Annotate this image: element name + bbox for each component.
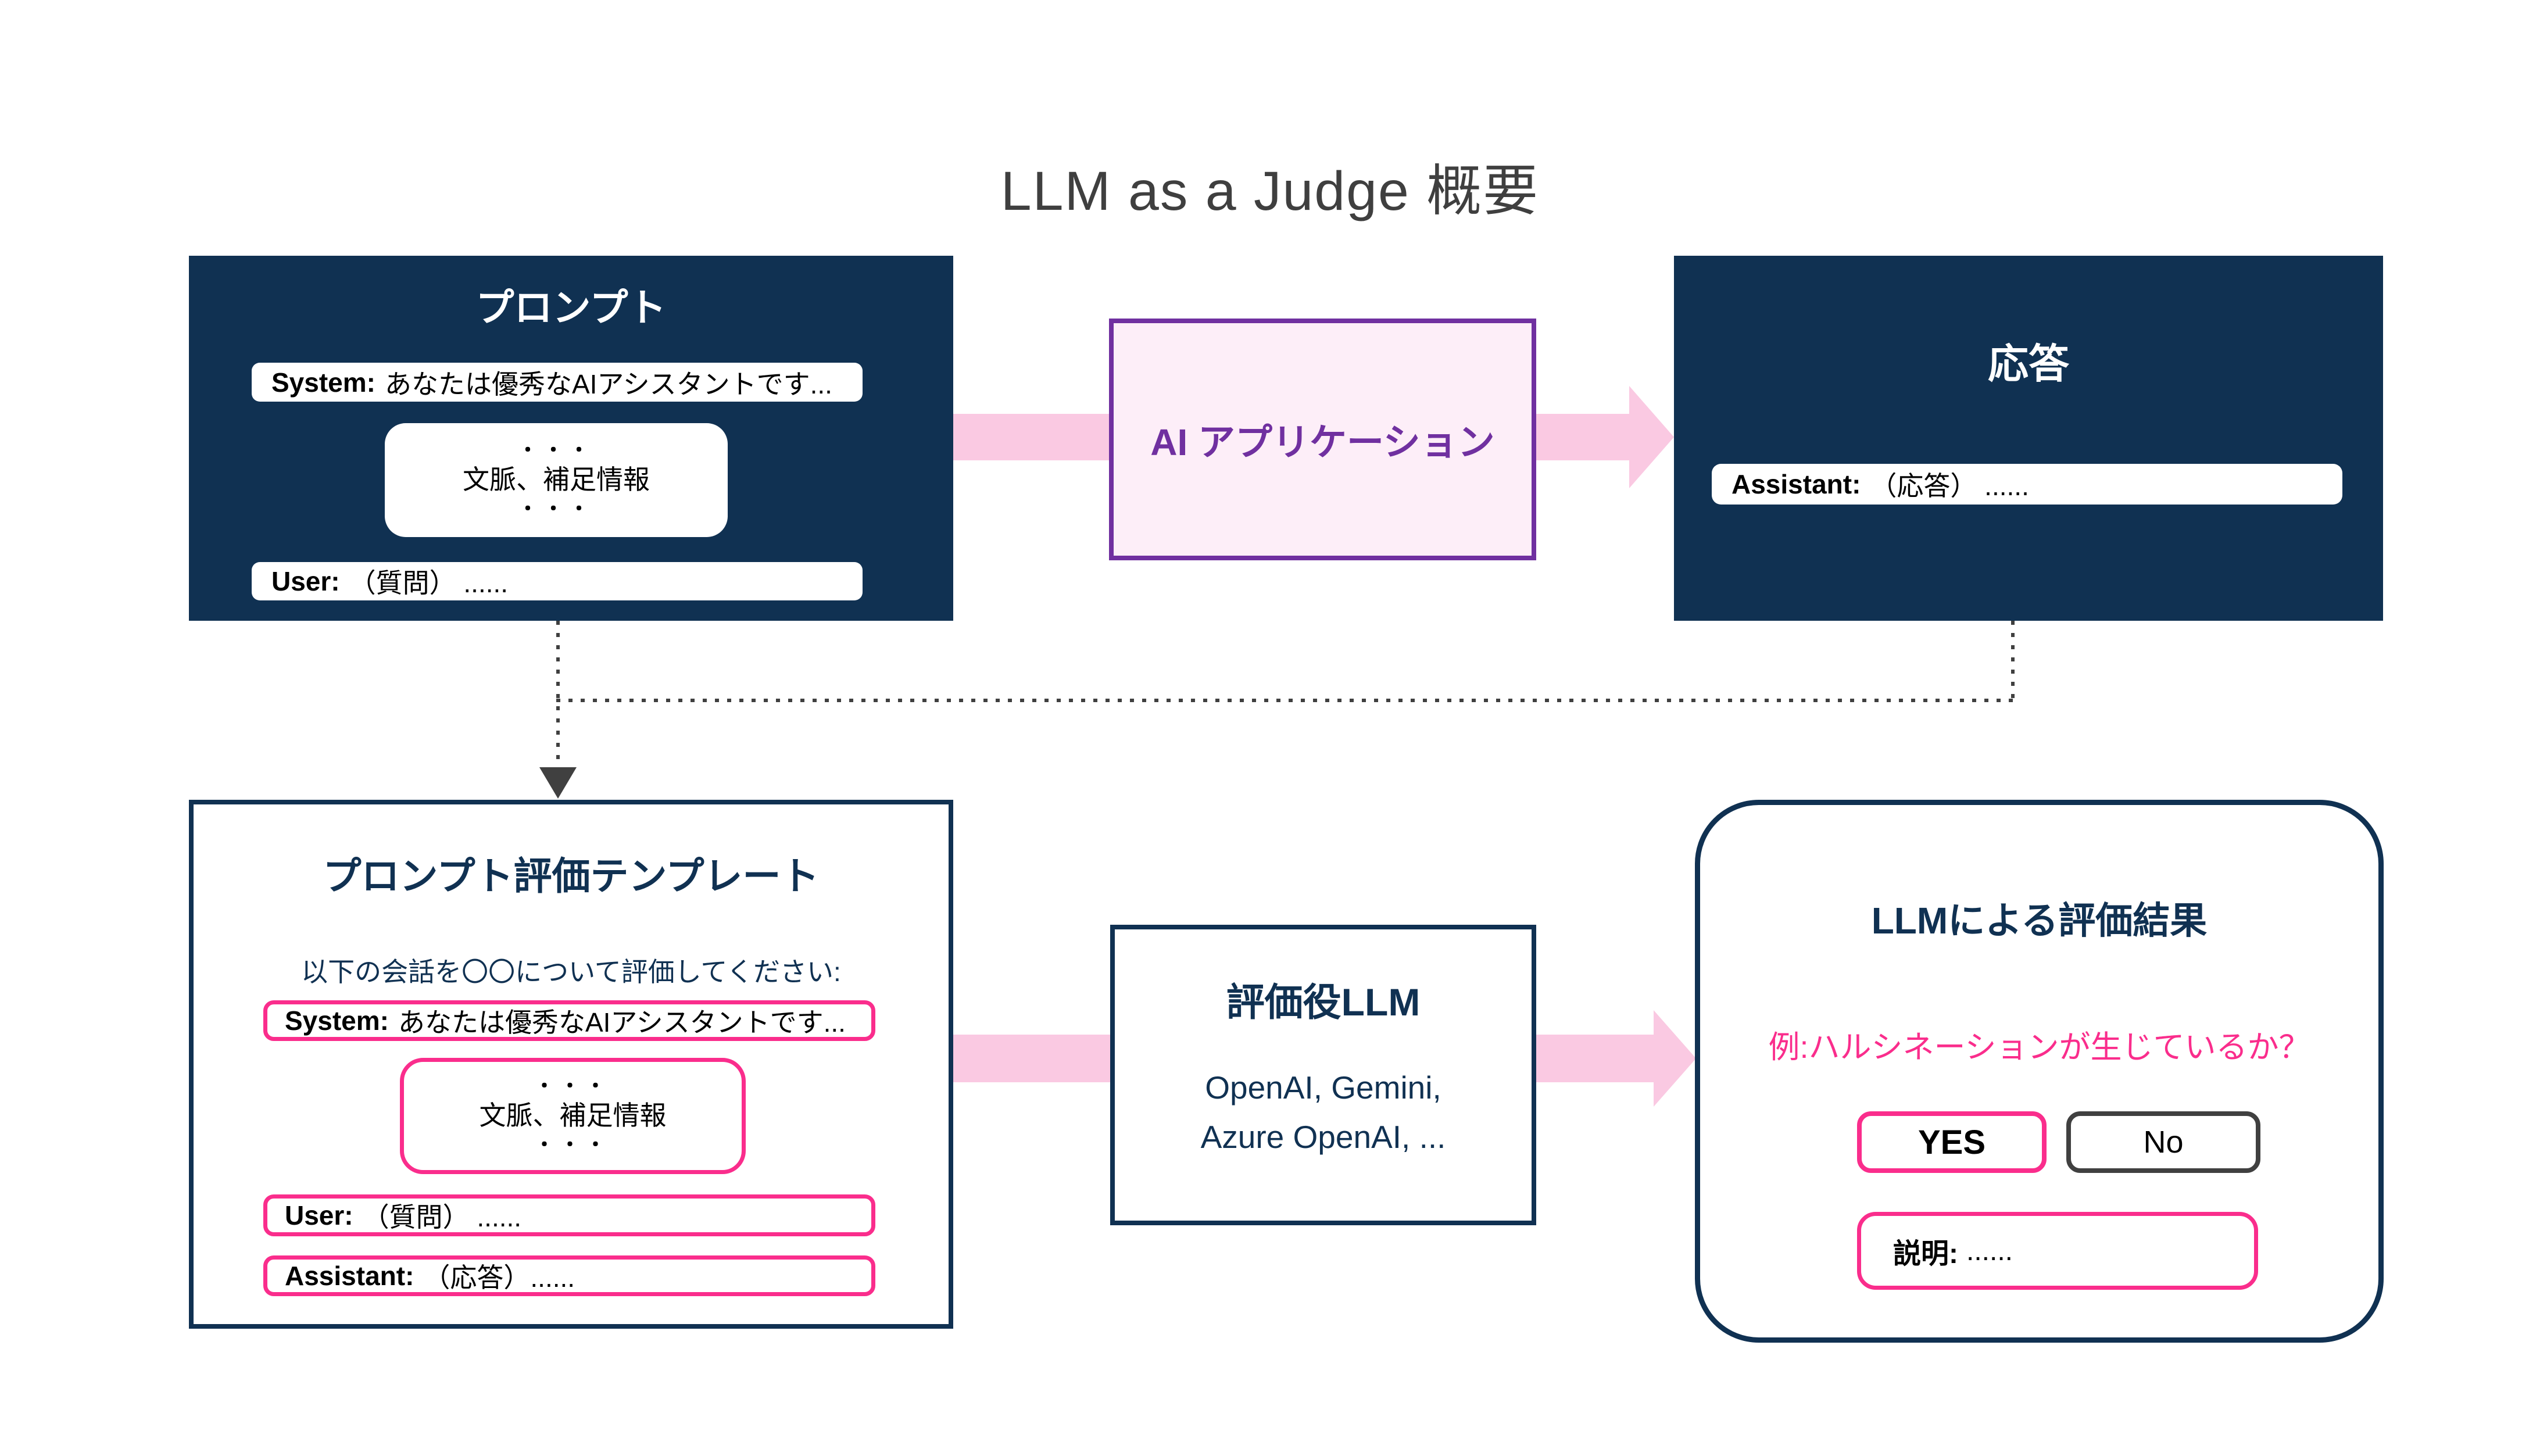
response-assistant-bar: Assistant: （応答） ...... [1712,464,2342,505]
arrow-prompt-to-app [953,414,1109,460]
arrow-app-to-response [1536,386,1674,488]
explanation-label: 説明: [1893,1239,1958,1269]
response-box-title: 応答 [1988,341,2069,387]
judge-llm-box: 評価役LLM OpenAI, Gemini, Azure OpenAI, ... [1110,925,1536,1225]
evaluation-result-box: LLMによる評価結果 例:ハルシネーションが生じているか？ YES No 説明:… [1695,800,2384,1343]
yes-badge: YES [1857,1111,2047,1173]
ai-application-label: AI アプリケーション [1150,421,1495,463]
dotted-connector [556,621,2015,768]
context-dots-bottom: ・・・ [518,498,595,520]
context-dots-top: ・・・ [518,439,595,462]
prompt-system-bar: System: あなたは優秀なAIアシスタントです... [252,363,863,402]
system-role-label: System: [271,367,375,398]
template-instruction: 以下の会話を〇〇について評価してください: [301,957,841,987]
assistant-message-text: （応答） ...... [1870,471,2029,501]
template-assistant-bar: Assistant: （応答）...... [263,1255,875,1296]
context-text: 文脈、補足情報 [479,1100,667,1131]
template-system-bar: System: あなたは優秀なAIアシスタントです... [263,1000,875,1041]
template-user-bar: User: （質問） ...... [263,1194,875,1236]
prompt-box: プロンプト System: あなたは優秀なAIアシスタントです... ・・・ 文… [189,256,953,621]
result-example-question: 例:ハルシネーションが生じているか？ [1768,1030,2310,1065]
evaluation-template-box: プロンプト評価テンプレート 以下の会話を〇〇について評価してください: Syst… [189,800,953,1329]
prompt-context-box: ・・・ 文脈、補足情報 ・・・ [385,423,728,537]
system-role-label: System: [285,1006,389,1036]
judge-models-line2: Azure OpenAI, ... [1200,1119,1446,1156]
user-message-text: （質問） ...... [362,1202,522,1232]
prompt-box-title: プロンプト [475,286,667,329]
system-message-text: あなたは優秀なAIアシスタントです... [398,1007,846,1038]
prompt-user-bar: User: （質問） ...... [252,562,863,600]
judge-models-line1: OpenAI, Gemini, [1205,1069,1441,1106]
context-text: 文脈、補足情報 [463,464,650,495]
judge-llm-title: 評価役LLM [1226,981,1421,1024]
judge-llm-models: OpenAI, Gemini, Azure OpenAI, ... [1115,1063,1532,1162]
dotted-arrowhead [539,767,577,799]
response-box: 応答 Assistant: （応答） ...... [1674,256,2383,621]
result-box-title: LLMによる評価結果 [1871,900,2208,942]
template-box-title: プロンプト評価テンプレート [323,854,820,897]
arrow-template-to-judge [953,1035,1110,1082]
assistant-role-label: Assistant: [1732,469,1861,499]
explanation-box: 説明: ...... [1857,1212,2258,1290]
context-dots-top: ・・・ [534,1075,611,1098]
ai-application-box: AI アプリケーション [1109,319,1536,560]
page-title: LLM as a Judge 概要 [1000,160,1540,222]
assistant-role-label: Assistant: [285,1261,414,1291]
template-context-box: ・・・ 文脈、補足情報 ・・・ [400,1058,746,1174]
user-role-label: User: [271,566,340,596]
assistant-message-text: （応答）...... [423,1262,575,1293]
arrow-judge-to-result [1536,1010,1696,1107]
context-dots-bottom: ・・・ [534,1133,611,1156]
system-message-text: あなたは優秀なAIアシスタントです... [384,369,832,399]
no-badge: No [2066,1111,2260,1173]
user-role-label: User: [285,1200,353,1230]
user-message-text: （質問） ...... [349,568,509,598]
explanation-text: ...... [1966,1235,2013,1267]
